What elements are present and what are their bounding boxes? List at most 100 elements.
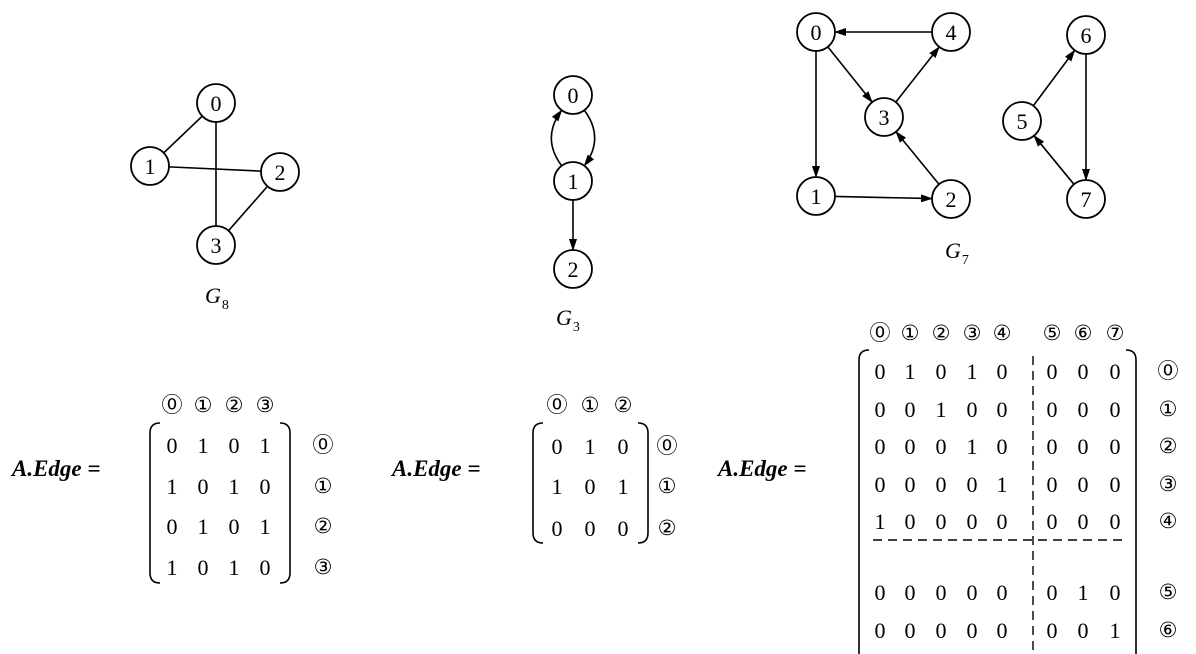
cell-r4-c7: 0 — [1110, 509, 1121, 534]
edge-g7-7-5 — [1033, 134, 1075, 185]
cell-r1-c0: 1 — [552, 474, 563, 499]
cell-r5-c4: 0 — [997, 580, 1008, 605]
edge-g7-2-3 — [895, 130, 940, 185]
matrix-label: A.Edge = — [716, 456, 807, 481]
cell-r1-c1: 0 — [905, 397, 916, 422]
node-g7-0: 0 — [796, 12, 836, 52]
cell-r3-c1: 0 — [198, 555, 209, 580]
node-circle — [931, 179, 971, 219]
col-header-6: ⑥ — [1074, 321, 1093, 345]
node-label: 7 — [1081, 187, 1092, 212]
row-header-4: ④ — [1159, 509, 1178, 533]
edge-g8-0-1 — [163, 115, 203, 154]
node-g7-2: 2 — [931, 179, 971, 219]
cell-r0-c1: 1 — [198, 433, 209, 458]
left-bracket — [532, 422, 544, 544]
node-g8-0: 0 — [196, 83, 236, 123]
col-header-0: ⓪ — [162, 393, 183, 417]
cell-r5-c0: 0 — [875, 580, 886, 605]
cell-r4-c2: 0 — [936, 509, 947, 534]
node-label: 2 — [275, 160, 286, 185]
cell-r2-c2: 0 — [618, 516, 629, 541]
cell-r3-c0: 0 — [875, 472, 886, 497]
node-g7-1: 1 — [796, 176, 836, 216]
row-header-1: ① — [658, 474, 677, 498]
node-g7-3: 3 — [864, 97, 904, 137]
edge-g3-0-1 — [583, 109, 596, 167]
col-header-2: ② — [932, 321, 951, 345]
cell-r6-c0: 0 — [875, 618, 886, 643]
matrix-label: A.Edge = — [10, 456, 101, 481]
cell-r5-c3: 0 — [967, 580, 978, 605]
cell-r5-c2: 0 — [936, 580, 947, 605]
cell-r1-c4: 0 — [997, 397, 1008, 422]
col-header-0: ⓪ — [547, 393, 568, 417]
node-label: 0 — [811, 20, 822, 45]
cell-r2-c4: 0 — [997, 434, 1008, 459]
cell-r5-c7: 0 — [1110, 580, 1121, 605]
node-circle — [1066, 179, 1106, 219]
cell-r1-c5: 0 — [1047, 397, 1058, 422]
node-circle — [864, 97, 904, 137]
cell-r1-c1: 0 — [198, 474, 209, 499]
edge-g8-1-2 — [168, 166, 262, 172]
edge-g3-1-0 — [550, 109, 563, 167]
row-header-2: ② — [1159, 434, 1178, 458]
node-circle — [796, 176, 836, 216]
right-bracket — [637, 422, 649, 544]
cell-r0-c0: 0 — [875, 359, 886, 384]
node-circle — [1002, 101, 1042, 141]
edge-g7-3-4 — [895, 46, 940, 103]
row-header-2: ② — [314, 514, 333, 538]
cell-r5-c6: 1 — [1078, 580, 1089, 605]
cell-r3-c4: 1 — [997, 472, 1008, 497]
cell-r1-c2: 1 — [618, 474, 629, 499]
node-label: 1 — [811, 184, 822, 209]
col-header-1: ① — [901, 321, 920, 345]
graph-label-g7: G7 — [945, 238, 969, 268]
cell-r0-c0: 0 — [167, 433, 178, 458]
cell-r0-c5: 0 — [1047, 359, 1058, 384]
cell-r2-c0: 0 — [552, 516, 563, 541]
cell-r1-c2: 1 — [229, 474, 240, 499]
node-circle — [553, 249, 593, 289]
cell-r6-c7: 1 — [1110, 618, 1121, 643]
row-header-0: ⓪ — [313, 433, 334, 457]
matrix-label: A.Edge = — [390, 456, 481, 481]
node-g3-2: 2 — [553, 249, 593, 289]
edge-g7-0-3 — [827, 46, 873, 103]
cell-r3-c7: 0 — [1110, 472, 1121, 497]
node-circle — [553, 161, 593, 201]
node-label: 0 — [568, 83, 579, 108]
row-header-2: ② — [658, 516, 677, 540]
cell-r4-c1: 0 — [905, 509, 916, 534]
cell-r2-c3: 1 — [967, 434, 978, 459]
node-circle — [1066, 15, 1106, 55]
cell-r2-c1: 0 — [905, 434, 916, 459]
cell-r1-c7: 0 — [1110, 397, 1121, 422]
node-label: 1 — [145, 154, 156, 179]
edge-g7-1-2 — [834, 194, 934, 203]
cell-r2-c2: 0 — [936, 434, 947, 459]
cell-r4-c3: 0 — [967, 509, 978, 534]
cell-r1-c1: 0 — [585, 474, 596, 499]
cell-r0-c6: 0 — [1078, 359, 1089, 384]
node-circle — [553, 75, 593, 115]
cell-r2-c6: 0 — [1078, 434, 1089, 459]
node-circle — [196, 83, 236, 123]
cell-r4-c5: 0 — [1047, 509, 1058, 534]
cell-r2-c0: 0 — [167, 514, 178, 539]
cell-r1-c6: 0 — [1078, 397, 1089, 422]
cell-r0-c2: 0 — [618, 434, 629, 459]
cell-r5-c5: 0 — [1047, 580, 1058, 605]
col-header-3: ③ — [256, 393, 275, 417]
cell-r5-c1: 0 — [905, 580, 916, 605]
node-circle — [796, 12, 836, 52]
node-label: 1 — [568, 169, 579, 194]
cell-r4-c6: 0 — [1078, 509, 1089, 534]
graph-label-g8: G8 — [205, 283, 229, 313]
node-circle — [931, 12, 971, 52]
